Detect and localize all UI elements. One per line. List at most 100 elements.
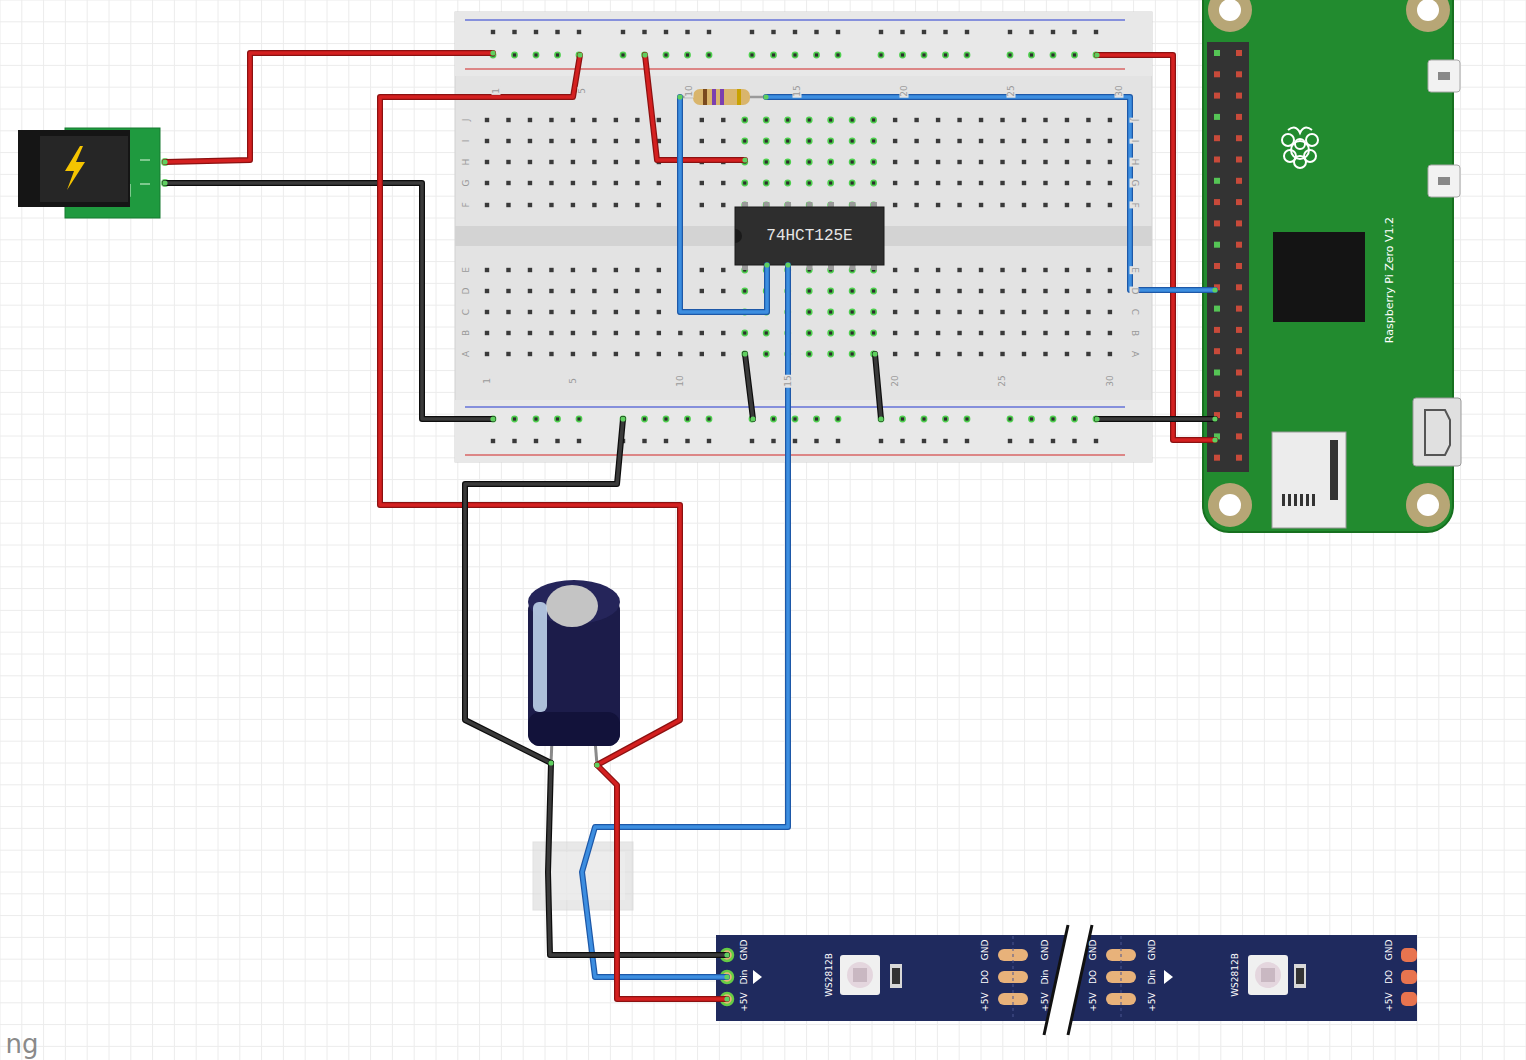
breadboard-hole [549, 139, 553, 143]
breadboard-column-number: 30 [1106, 374, 1115, 387]
gpio-pin [1236, 348, 1242, 354]
breadboard-hole [635, 331, 639, 335]
rail-line [465, 454, 1125, 455]
breadboard-hole [485, 139, 489, 143]
breadboard-hole [957, 160, 961, 164]
breadboard-hole [1065, 181, 1069, 185]
breadboard-hole [592, 118, 596, 122]
rail-hole [813, 52, 820, 59]
gpio-pin [1214, 327, 1220, 333]
grid-line [0, 545, 1526, 546]
sd-contact [1306, 494, 1309, 506]
breadboard-hole [957, 352, 961, 356]
rail-hole [1072, 30, 1076, 34]
breadboard-hole [827, 309, 834, 316]
wire-end [785, 262, 790, 267]
rail-hole [685, 439, 689, 443]
resistor-band [703, 89, 707, 105]
breadboard-hole [1108, 352, 1112, 356]
breadboard-hole [1022, 203, 1026, 207]
rail-hole [1050, 416, 1057, 423]
pin-label: GND [981, 940, 990, 961]
grid-line [1177, 0, 1178, 1060]
breadboard-row-letter: F [462, 201, 471, 208]
breadboard-hole [849, 309, 856, 316]
grid-line [1199, 0, 1200, 1060]
gpio-pin [1236, 263, 1242, 269]
grid-line [327, 0, 328, 1060]
strip-break [1044, 925, 1092, 1035]
rail-hole [554, 416, 561, 423]
breadboard-hole [829, 352, 832, 355]
breadboard-hole [827, 351, 834, 358]
wire [465, 419, 623, 763]
breadboard-hole [635, 268, 639, 272]
wire-outline [645, 55, 745, 160]
breadboard-hole [506, 310, 510, 314]
wire-end [1094, 416, 1099, 421]
rail-hole [899, 416, 906, 423]
breadboard-hole [1065, 289, 1069, 293]
rail-hole [1050, 52, 1057, 59]
breadboard-hole [849, 159, 856, 166]
breadboard-column-number: 10 [685, 84, 694, 97]
breadboard-hole [700, 118, 704, 122]
rail-hole [643, 417, 646, 420]
pin-label: Din [1148, 969, 1157, 984]
rail-hole [513, 53, 516, 56]
rail-hole [1051, 30, 1055, 34]
breadboard-hole [743, 139, 746, 142]
smd-capacitor [892, 968, 900, 984]
breadboard-hole [979, 139, 983, 143]
mounting-hole [1219, 494, 1241, 516]
breadboard-hole [1065, 268, 1069, 272]
rail-hole [513, 417, 516, 420]
mini-hdmi-port [1413, 398, 1461, 466]
breadboard-body [455, 12, 1152, 462]
micro-usb-port [1428, 165, 1460, 197]
breadboard-hole [851, 310, 854, 313]
rail-line [465, 406, 1125, 407]
breadboard-hole [635, 203, 639, 207]
rail-hole [899, 52, 906, 59]
breadboard-hole [506, 331, 510, 335]
rail-hole [922, 53, 925, 56]
breadboard-row-letter: A [1130, 350, 1139, 358]
breadboard-hole [506, 352, 510, 356]
breadboard-row-letter: D [1130, 287, 1139, 296]
wire-end [548, 760, 553, 765]
rail-hole [1007, 52, 1014, 59]
cut-line [1013, 936, 1014, 1020]
breadboard-hole [571, 139, 575, 143]
breadboard-hole [829, 118, 832, 121]
breadboard-hole [721, 352, 725, 356]
gpio-pin [1214, 199, 1220, 205]
breadboard-column-number: 20 [891, 374, 900, 387]
breadboard-hole [765, 352, 768, 355]
rail-hole [1008, 53, 1011, 56]
ic-chip [735, 202, 884, 270]
rail-hole [836, 53, 839, 56]
rail-hole [641, 416, 648, 423]
breadboard-hole [870, 159, 877, 166]
rail-hole [964, 416, 971, 423]
data-direction-arrow [753, 970, 762, 984]
breadboard-hole [763, 117, 770, 124]
breadboard-hole [763, 180, 770, 187]
breadboard-hole [1000, 268, 1004, 272]
breadboard-hole [1108, 139, 1112, 143]
breadboard-hole [700, 139, 704, 143]
rail-hole [879, 439, 883, 443]
grid-line [283, 0, 284, 1060]
rail-hole [836, 439, 840, 443]
wire-end [1212, 437, 1217, 442]
wire [582, 265, 788, 977]
breadboard-hole [1065, 203, 1069, 207]
breadboard-hole [893, 331, 897, 335]
wire-end [1212, 416, 1217, 421]
breadboard-hole [1043, 139, 1047, 143]
breadboard-hole [957, 331, 961, 335]
pin-label: +5V [740, 992, 749, 1011]
rail-hole [512, 439, 516, 443]
gpio-pin [1214, 178, 1220, 184]
